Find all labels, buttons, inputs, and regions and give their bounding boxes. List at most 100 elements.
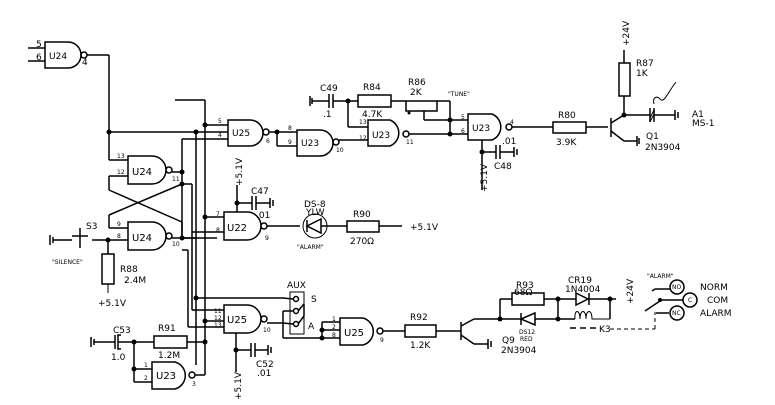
pin-label: 9 xyxy=(117,221,121,228)
resistor-r92: R92 1.2K xyxy=(404,313,461,351)
pin-label: 10 xyxy=(172,241,180,248)
c49-value: .1 xyxy=(323,110,332,120)
pin-label: 4 xyxy=(82,58,88,68)
s3-ref: S3 xyxy=(86,222,97,232)
transistor-q1: Q1 2N3904 xyxy=(610,114,681,153)
pin-label: 1 xyxy=(332,316,336,323)
pin-label: 8 xyxy=(288,125,292,132)
q9-ref: Q9 xyxy=(502,336,515,346)
gate-label: U23 xyxy=(372,131,390,141)
r88-value: 2.4M xyxy=(124,276,146,286)
k3-ref: K3 xyxy=(599,325,611,335)
gate-label: U25 xyxy=(227,315,247,326)
c53-ref: C53 xyxy=(113,326,131,336)
resistor-r80: R80 3.9K xyxy=(552,111,608,148)
resistor-r84: R84 4.7K xyxy=(357,83,392,120)
aux-pos-s: S xyxy=(311,295,317,305)
pin-label: 13 xyxy=(359,119,367,126)
capacitor-c47: C47 .01 +5.1V xyxy=(234,157,274,221)
led-ds8: DS-8 YLW "ALARM" xyxy=(297,200,347,251)
resistor-r88: R88 2.4M +5.1V xyxy=(98,240,146,309)
junction xyxy=(179,169,185,175)
a1-value: MS-1 xyxy=(692,119,714,129)
gate-label: U22 xyxy=(227,223,247,234)
r84-value: 4.7K xyxy=(362,110,383,120)
r86-value: 2K xyxy=(410,88,423,98)
r88-ref: R88 xyxy=(120,265,138,275)
r90-ref: R90 xyxy=(353,210,371,220)
contact-c: C xyxy=(688,297,692,304)
ds8-ref: DS-8 xyxy=(304,200,326,210)
pin-label: 6 xyxy=(461,128,465,135)
a1-ref: A1 xyxy=(692,110,704,120)
r86-ref: R86 xyxy=(408,78,426,88)
r84-ref: R84 xyxy=(363,83,381,93)
gate-u23-b: U23 13 12 11 xyxy=(359,119,450,147)
aux-ref: AUX xyxy=(287,281,306,291)
pin-label: 2 xyxy=(144,375,148,382)
r87-ref: R87 xyxy=(636,59,654,69)
relay-contacts: NO C NC "ALARM" NORM COM ALARM xyxy=(644,273,732,321)
r87-value: 1K xyxy=(636,69,649,79)
relay-com: COM xyxy=(707,296,728,306)
relay-alarm: ALARM xyxy=(700,309,732,319)
pin-label: 5 xyxy=(36,40,42,50)
pin-label: 4 xyxy=(510,119,514,126)
relay-norm: NORM xyxy=(700,283,728,293)
c47-ref: C47 xyxy=(251,187,269,197)
gate-u23-d: U23 1 2 3 xyxy=(131,342,205,390)
pin-label: 6 xyxy=(266,138,270,145)
r92-ref: R92 xyxy=(410,313,428,323)
pin-label: 4 xyxy=(218,132,222,139)
pin-label: 8 xyxy=(216,227,220,234)
capacitor-c53: C53 1.0 xyxy=(90,326,154,363)
pin-label: 11 xyxy=(172,176,180,183)
buzzer-a1: A1 MS-1 xyxy=(624,81,714,129)
r90-value: 270Ω xyxy=(350,237,374,247)
gate-u23-a: U23 8 9 10 xyxy=(288,125,368,157)
r91-value: 1.2M xyxy=(158,351,180,361)
cr19-ref: CR19 xyxy=(568,276,592,286)
pin-label: 11 xyxy=(406,139,414,146)
r80-ref: R80 xyxy=(558,111,576,121)
s3-caption: "SILENCE" xyxy=(52,259,83,266)
resistor-r87: R87 1K +24V xyxy=(618,20,654,118)
gate-u23-c: U23 5 6 4 xyxy=(450,113,553,141)
supply-label: +5.1V xyxy=(234,371,244,400)
potentiometer-r86: R86 2K "TUNE" xyxy=(405,78,470,134)
contact-nc: NC xyxy=(672,310,681,317)
pin-label: 13 xyxy=(117,153,125,160)
wire xyxy=(108,183,183,216)
supply-label: +5.1V xyxy=(235,157,245,186)
ds8-caption: "ALARM" xyxy=(297,244,324,251)
gate-label: U25 xyxy=(344,328,364,339)
capacitor-c48: .01 C48 +5.1V xyxy=(479,137,518,192)
cr19-value: 1N4004 xyxy=(565,285,601,295)
q1-ref: Q1 xyxy=(646,132,659,142)
tune-label: "TUNE" xyxy=(448,91,470,98)
pin-label: 8 xyxy=(117,233,121,240)
gate-u25-c: U25 1 2 8 9 xyxy=(319,316,405,346)
pin-label: 12 xyxy=(359,135,367,142)
c48-value: .01 xyxy=(502,137,516,147)
gate-u24-a: U24 5 6 4 xyxy=(28,40,110,132)
pin-label: 12 xyxy=(117,169,125,176)
c52-value: .01 xyxy=(257,369,271,379)
ds12-ref: DS12 xyxy=(519,329,535,336)
pin-label: 9 xyxy=(380,337,384,344)
pin-label: 10 xyxy=(263,327,271,334)
c47-value: .01 xyxy=(256,211,270,221)
gate-label: U23 xyxy=(156,371,176,382)
relay-driver: R93 68Ω DS12 RED CR19 1N4004 K3 +24V xyxy=(497,276,656,343)
c49-ref: C49 xyxy=(320,84,338,94)
r93-ref: R93 xyxy=(516,281,534,291)
capacitor-c49: C49 .1 xyxy=(309,84,358,120)
ds12-value: RED xyxy=(520,336,533,343)
gate-label: U25 xyxy=(232,129,250,139)
aux-pos-a: A xyxy=(308,322,315,332)
resistor-r90: R90 270Ω +5.1V xyxy=(346,210,439,247)
gate-u25-b: U25 11 12 13 10 xyxy=(214,304,283,334)
switch-s3: S3 "SILENCE" xyxy=(49,222,97,266)
pin-label: 13 xyxy=(214,322,222,329)
